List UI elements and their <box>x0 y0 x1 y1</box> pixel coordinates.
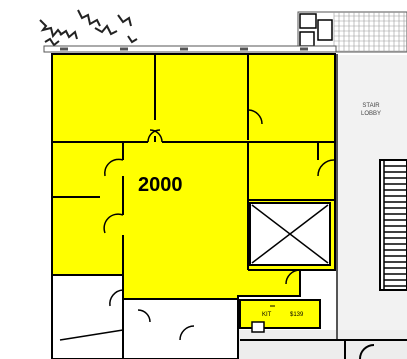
door-swings <box>103 109 336 285</box>
corridor-area <box>238 330 407 359</box>
stair <box>379 159 407 291</box>
lower-wall <box>59 329 124 341</box>
stair-lobby-label-line2: LOBBY <box>361 111 381 117</box>
landscape-trees <box>39 9 138 47</box>
fixture-block <box>299 13 333 47</box>
exterior-wall-top <box>43 45 337 53</box>
kitchen-label: KIT <box>262 312 272 318</box>
stair-lobby-label-line1: STAIR <box>362 103 380 109</box>
elevator-shaft <box>249 202 331 266</box>
kitchen-room-number: $139 <box>290 312 304 318</box>
lower-right-rooms <box>240 339 407 359</box>
lower-door-swings <box>109 289 195 341</box>
suite-number-label: 2000 <box>138 174 183 196</box>
kitchen-room <box>239 299 321 333</box>
interior-walls <box>52 54 335 275</box>
